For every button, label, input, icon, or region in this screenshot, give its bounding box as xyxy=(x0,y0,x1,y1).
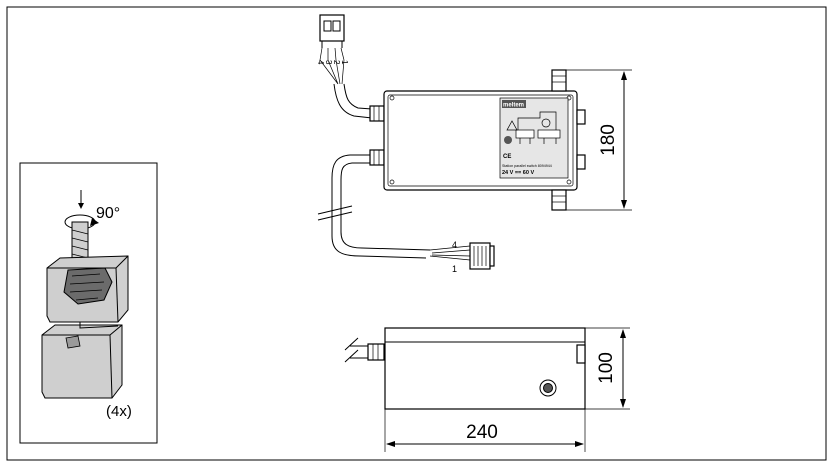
right-bottom-cable-gland xyxy=(551,189,567,211)
dimension-label: 180 xyxy=(598,124,619,156)
brand-logo-text: meltem xyxy=(503,103,524,109)
left-lower-cable-gland xyxy=(369,149,385,166)
lower-cable xyxy=(331,154,427,259)
drawing-frame xyxy=(6,6,827,461)
press-down-arrow-icon xyxy=(78,190,84,209)
dimension-label: 240 xyxy=(466,422,498,443)
cable-break-mark xyxy=(317,205,353,221)
pin-label: 1 xyxy=(452,264,457,274)
left-upper-cable-gland xyxy=(369,105,385,122)
pin-label: 4 xyxy=(452,240,457,250)
mounting-hole xyxy=(389,179,395,185)
upper-cable xyxy=(333,83,373,119)
mounting-hole xyxy=(566,179,572,185)
pressure-compensation-element-icon xyxy=(539,379,557,397)
top-connector-plug xyxy=(319,14,345,85)
plate-line: Station parallel switch 8094944 xyxy=(502,164,552,168)
top-connector-pin-labels: 4 3 2 1 xyxy=(316,60,349,65)
height-dimension-180: 180 xyxy=(566,69,632,211)
side-cable-gland xyxy=(367,343,385,361)
side-gland xyxy=(576,344,586,364)
quantity-label: (4x) xyxy=(106,403,132,420)
insert-panel-frame xyxy=(19,162,158,444)
housing-side-view xyxy=(384,327,586,410)
rotation-label: 90° xyxy=(96,205,120,222)
height-dimension-100: 100 xyxy=(585,327,630,410)
certification-mark-icon xyxy=(504,136,512,144)
pin-label: 3 xyxy=(324,60,333,65)
pin-label: 4 xyxy=(316,60,325,65)
side-gland xyxy=(576,109,586,125)
top-view: 4 3 2 1 meltem xyxy=(316,14,632,274)
pin-label: 1 xyxy=(340,60,349,65)
width-dimension-240: 240 xyxy=(384,409,586,452)
side-view: 100 240 xyxy=(344,327,630,452)
cable-break-mark xyxy=(344,337,359,363)
upper-foam-block xyxy=(46,255,129,323)
side-gland xyxy=(576,154,586,170)
ce-mark-icon: CE xyxy=(503,154,511,160)
insert-panel: 90° (4x) xyxy=(19,162,158,444)
label-plate: meltem CE Station parallel switch 809494… xyxy=(499,97,569,179)
right-top-cable-gland xyxy=(551,69,567,92)
pin-label: 2 xyxy=(332,60,341,65)
plate-line: 24 V == 60 V xyxy=(502,170,534,176)
lower-foam-block xyxy=(41,321,123,399)
mounting-hole xyxy=(389,95,395,101)
dimension-label: 100 xyxy=(596,352,617,384)
warning-icon xyxy=(506,120,518,131)
bottom-connector-plug xyxy=(429,242,495,270)
